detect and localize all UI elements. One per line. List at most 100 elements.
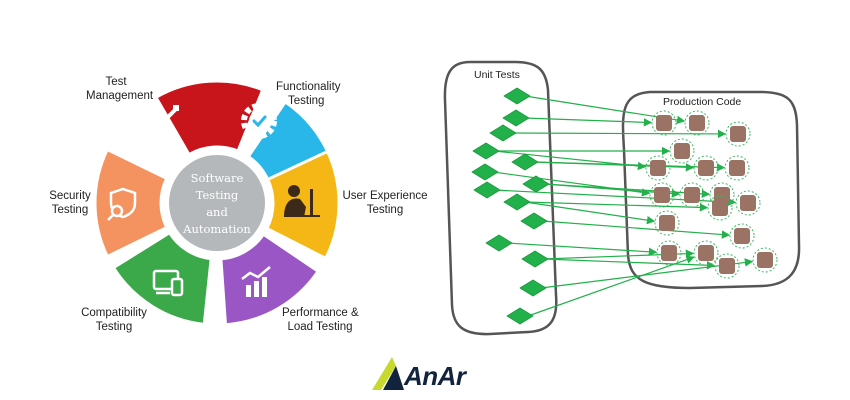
label-compatibility-testing: Compatibility Testing bbox=[74, 306, 154, 334]
unit-tests-label: Unit Tests bbox=[474, 69, 520, 81]
center-line: Automation bbox=[183, 222, 251, 236]
code-unit bbox=[734, 228, 750, 244]
label-line: Functionality bbox=[276, 81, 341, 93]
coverage-ring bbox=[684, 110, 710, 136]
segment-security-testing bbox=[93, 148, 169, 258]
unit-test bbox=[519, 279, 547, 297]
code-unit bbox=[698, 245, 714, 261]
code-unit bbox=[719, 258, 735, 274]
code-unit bbox=[684, 187, 700, 203]
code-unit bbox=[661, 245, 677, 261]
logo-mark-icon bbox=[372, 357, 404, 390]
shield-search-icon bbox=[107, 187, 137, 221]
gear-check-icon bbox=[241, 103, 277, 139]
test-to-code-arrow bbox=[532, 161, 726, 172]
code-unit bbox=[656, 115, 672, 131]
coverage-ring bbox=[693, 155, 719, 181]
wheel-center-circle bbox=[169, 155, 265, 251]
code-unit-group bbox=[645, 110, 778, 279]
label-security-testing: Security Testing bbox=[40, 189, 100, 217]
code-unit bbox=[757, 252, 773, 268]
code-unit bbox=[729, 160, 745, 176]
unit-test bbox=[489, 124, 517, 142]
unit-test bbox=[473, 181, 501, 199]
unit-test bbox=[485, 234, 513, 252]
code-unit bbox=[654, 187, 670, 203]
coverage-ring bbox=[724, 155, 750, 181]
coverage-ring bbox=[649, 182, 675, 208]
coverage-ring bbox=[725, 121, 751, 147]
wrench-screwdriver-icon bbox=[144, 101, 179, 135]
test-to-code-arrow bbox=[542, 258, 716, 270]
code-unit bbox=[740, 195, 756, 211]
label-functionality-testing: Functionality Testing bbox=[276, 80, 341, 108]
label-line: Test bbox=[105, 76, 127, 88]
code-unit bbox=[714, 187, 730, 203]
label-line: Performance & bbox=[282, 307, 359, 319]
test-to-code-arrow bbox=[524, 201, 656, 225]
segment-compatibility-testing bbox=[112, 231, 213, 326]
wheel-center-text: Software Testing and Automation bbox=[167, 170, 267, 238]
coverage-ring bbox=[679, 182, 705, 208]
code-unit bbox=[730, 126, 746, 142]
unit-test bbox=[520, 212, 548, 230]
code-unit bbox=[674, 143, 690, 159]
center-line: Testing bbox=[195, 188, 239, 202]
center-line: Software bbox=[190, 171, 244, 185]
label-test-management: Test Management bbox=[86, 75, 154, 103]
label-line: Management bbox=[86, 90, 154, 102]
label-line: Load Testing bbox=[287, 321, 353, 333]
anar-logo-text: AnAr bbox=[404, 361, 466, 391]
devices-icon bbox=[152, 269, 184, 297]
coverage-ring bbox=[656, 240, 682, 266]
coverage-ring bbox=[693, 240, 719, 266]
chart-growth-icon bbox=[241, 266, 271, 297]
label-line: Testing bbox=[95, 321, 133, 333]
coverage-ring bbox=[735, 190, 761, 216]
unit-tests-container bbox=[443, 60, 558, 336]
coverage-ring bbox=[707, 195, 733, 221]
center-line: and bbox=[206, 205, 228, 219]
coverage-ring bbox=[654, 210, 680, 236]
code-unit bbox=[712, 200, 728, 216]
label-line: Testing bbox=[51, 204, 89, 216]
segment-performance-load-testing bbox=[219, 232, 320, 327]
code-unit bbox=[650, 160, 666, 176]
test-to-code-arrow bbox=[524, 201, 709, 212]
label-line: Testing bbox=[288, 95, 325, 107]
test-to-code-arrow bbox=[523, 117, 653, 127]
label-line: Compatibility bbox=[81, 307, 147, 319]
label-line: Testing bbox=[366, 204, 404, 216]
label-line: Security bbox=[49, 190, 91, 202]
coverage-ring bbox=[752, 247, 778, 273]
test-unit-group bbox=[471, 87, 550, 325]
test-to-code-arrow bbox=[543, 183, 711, 198]
unit-test bbox=[472, 142, 500, 160]
test-to-code-arrow bbox=[510, 129, 727, 139]
code-unit bbox=[689, 115, 705, 131]
production-code-container bbox=[621, 90, 801, 290]
code-unit bbox=[698, 160, 714, 176]
user-at-computer-icon bbox=[284, 185, 320, 217]
label-performance-load-testing: Performance & Load Testing bbox=[282, 306, 359, 334]
coverage-ring bbox=[714, 253, 740, 279]
unit-test bbox=[502, 109, 530, 127]
test-to-code-arrow bbox=[527, 255, 695, 317]
test-to-code-arrow bbox=[540, 258, 754, 289]
test-to-code-arrow bbox=[541, 220, 731, 239]
unit-test bbox=[503, 87, 531, 105]
coverage-ring bbox=[651, 110, 677, 136]
unit-test bbox=[521, 250, 549, 268]
segment-test-management bbox=[154, 79, 265, 157]
coverage-ring bbox=[645, 155, 671, 181]
test-to-code-arrow bbox=[506, 242, 658, 256]
label-line: User Experience bbox=[342, 190, 428, 202]
coverage-ring bbox=[669, 138, 695, 164]
coverage-ring bbox=[709, 182, 735, 208]
coverage-ring bbox=[729, 223, 755, 249]
unit-test bbox=[511, 153, 539, 171]
unit-test bbox=[503, 193, 531, 211]
